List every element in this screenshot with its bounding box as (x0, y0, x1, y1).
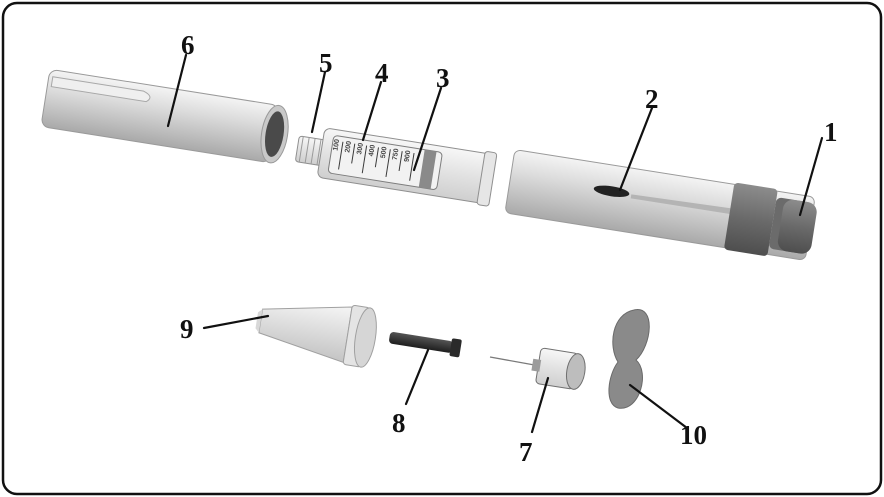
scale-label-900: 900 (404, 150, 413, 163)
leader-line-7 (530, 376, 550, 434)
leader-line-3 (412, 86, 443, 172)
scale-label-750: 750 (392, 148, 401, 161)
callout-1: 1 (824, 117, 838, 147)
callout-10: 10 (680, 420, 707, 450)
leader-line-10 (628, 383, 689, 430)
leader-line-1 (798, 136, 824, 217)
scale-label-400: 400 (368, 144, 377, 157)
callout-9: 9 (180, 314, 194, 344)
scale-label-300: 300 (356, 142, 365, 155)
callout-8: 8 (392, 408, 406, 438)
scale-label-100: 100 (332, 139, 341, 152)
cartridge-holder: 100 200 300 400 500 750 900 (295, 128, 498, 207)
scale-label-500: 500 (380, 146, 389, 159)
callout-4: 4 (375, 58, 389, 88)
outer-needle-cap (255, 304, 377, 368)
callout-6: 6 (181, 30, 195, 60)
leader-line-2 (618, 106, 654, 192)
leader-line-8 (404, 348, 430, 406)
leader-line-4 (361, 80, 383, 142)
leader-line-6 (166, 53, 188, 128)
callout-2: 2 (645, 84, 659, 114)
leader-line-5 (310, 70, 327, 134)
callout-3: 3 (436, 63, 450, 93)
scale-label-200: 200 (344, 140, 353, 153)
callout-7: 7 (519, 437, 533, 467)
callout-5: 5 (319, 48, 333, 78)
leader-line-9 (202, 314, 270, 330)
pen-needle (489, 347, 586, 390)
pen-cap (41, 69, 289, 164)
needle-peel-tab (608, 309, 650, 409)
inner-needle-cap (389, 332, 462, 358)
